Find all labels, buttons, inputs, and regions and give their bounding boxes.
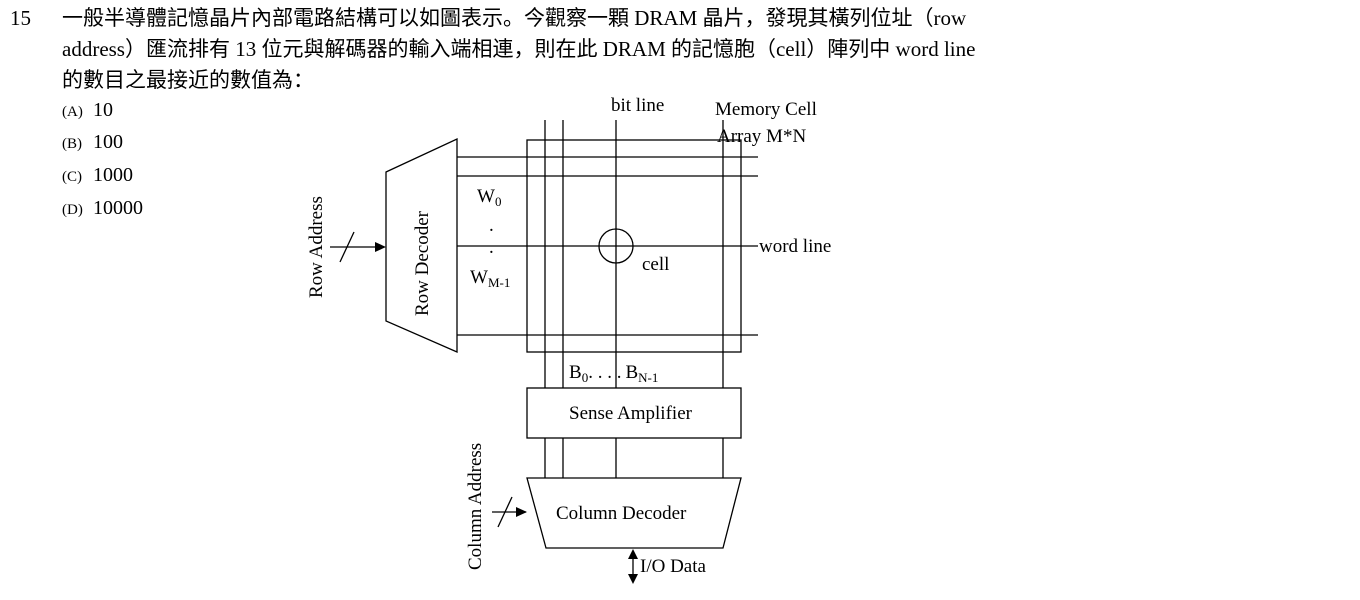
question-text-line-2: address）匯流排有 13 位元與解碼器的輸入端相連，則在此 DRAM 的記… — [62, 37, 976, 61]
wm-label: WM-1 — [470, 267, 510, 290]
cell-circle — [598, 228, 634, 264]
sense-amplifier-block — [526, 387, 742, 439]
cell-label: cell — [642, 254, 669, 275]
dot-2: . — [489, 237, 494, 258]
option-c-value: 1000 — [93, 164, 133, 186]
question-text-line-1: 一般半導體記憶晶片內部電路結構可以如圖表示。今觀察一顆 DRAM 晶片，發現其橫… — [62, 6, 967, 30]
io-data-arrowhead-down — [628, 574, 638, 584]
option-b[interactable]: (B) 100 — [62, 131, 123, 154]
option-d[interactable]: (D) 10000 — [62, 197, 143, 220]
io-data-arrowhead-up — [628, 549, 638, 559]
row-address-arrowhead — [375, 242, 386, 252]
bitline-index-label: B0. . . .BN-1 — [569, 362, 658, 385]
row-decoder-block — [385, 137, 458, 353]
memory-cell-label-1: Memory Cell — [715, 99, 817, 120]
sense-amplifier-label: Sense Amplifier — [569, 403, 693, 424]
word-line-label: word line — [759, 236, 831, 257]
memory-cell-label-2: Array M*N — [717, 126, 806, 147]
dot-1: . — [489, 215, 494, 236]
option-a-letter: (A) — [62, 104, 83, 120]
column-decoder-label: Column Decoder — [556, 503, 687, 524]
option-a[interactable]: (A) 10 — [62, 99, 113, 122]
question-text-line-3: 的數目之最接近的數值為： — [62, 68, 314, 92]
column-decoder-block — [526, 477, 742, 549]
option-d-letter: (D) — [62, 202, 83, 218]
question-number: 15 — [10, 6, 31, 30]
column-address-label: Column Address — [465, 443, 486, 570]
column-address-bus-slash — [497, 496, 513, 528]
row-address-bus-slash — [339, 231, 355, 263]
bit-line-label: bit line — [611, 95, 664, 116]
io-data-label: I/O Data — [640, 556, 707, 577]
option-c[interactable]: (C) 1000 — [62, 164, 133, 187]
option-d-value: 10000 — [93, 197, 143, 219]
row-address-label: Row Address — [306, 196, 327, 298]
option-b-letter: (B) — [62, 136, 82, 152]
column-address-arrowhead — [516, 507, 527, 517]
option-a-value: 10 — [93, 99, 113, 121]
option-c-letter: (C) — [62, 169, 82, 185]
row-decoder-label: Row Decoder — [412, 210, 433, 316]
option-b-value: 100 — [93, 131, 123, 153]
w0-label: W0 — [477, 186, 501, 209]
